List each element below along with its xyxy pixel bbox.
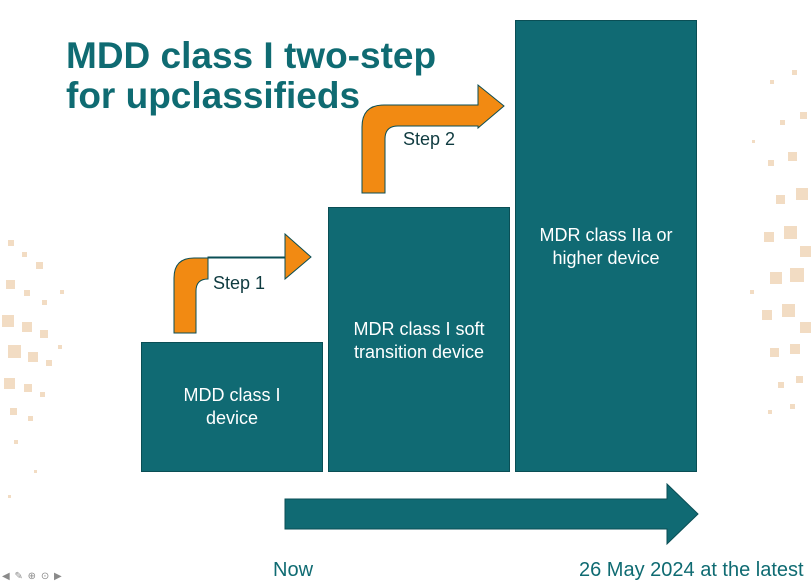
step-2-label: Step 2: [403, 129, 456, 149]
more-icon[interactable]: ⊙: [40, 571, 51, 582]
mdr-class-iia-or-higher-label: MDR class IIa or higher device: [539, 225, 673, 268]
mdr-class-iia-or-higher-box: MDR class IIa or higher device: [515, 20, 697, 472]
arrow-right-icon[interactable]: ▶: [54, 571, 63, 582]
zoom-icon[interactable]: ⊕: [27, 571, 38, 582]
mdd-class-i-device-box: MDD class I device: [141, 342, 323, 472]
mdd-class-i-device-label: MDD class I device: [183, 385, 281, 428]
pen-icon[interactable]: ✎: [14, 571, 24, 582]
slide-navigation: ◀ ✎ ⊕ ⊙ ▶: [2, 571, 63, 582]
timeline-arrow: [284, 483, 699, 546]
slide-title-line1: MDD class I two-step: [66, 35, 437, 76]
slide-title-line2: for upclassifieds: [66, 75, 361, 116]
timeline-end-label: 26 May 2024 at the latest: [579, 559, 804, 581]
step-1-label: Step 1: [213, 273, 266, 293]
arrow-left-icon[interactable]: ◀: [2, 571, 11, 582]
timeline-start-label: Now: [273, 559, 314, 581]
mdr-class-i-soft-transition-box: MDR class I soft transition device: [328, 207, 510, 472]
slide-title: MDD class I two-step for upclassifieds: [66, 36, 436, 116]
mdr-class-i-soft-transition-label: MDR class I soft transition device: [353, 319, 485, 362]
